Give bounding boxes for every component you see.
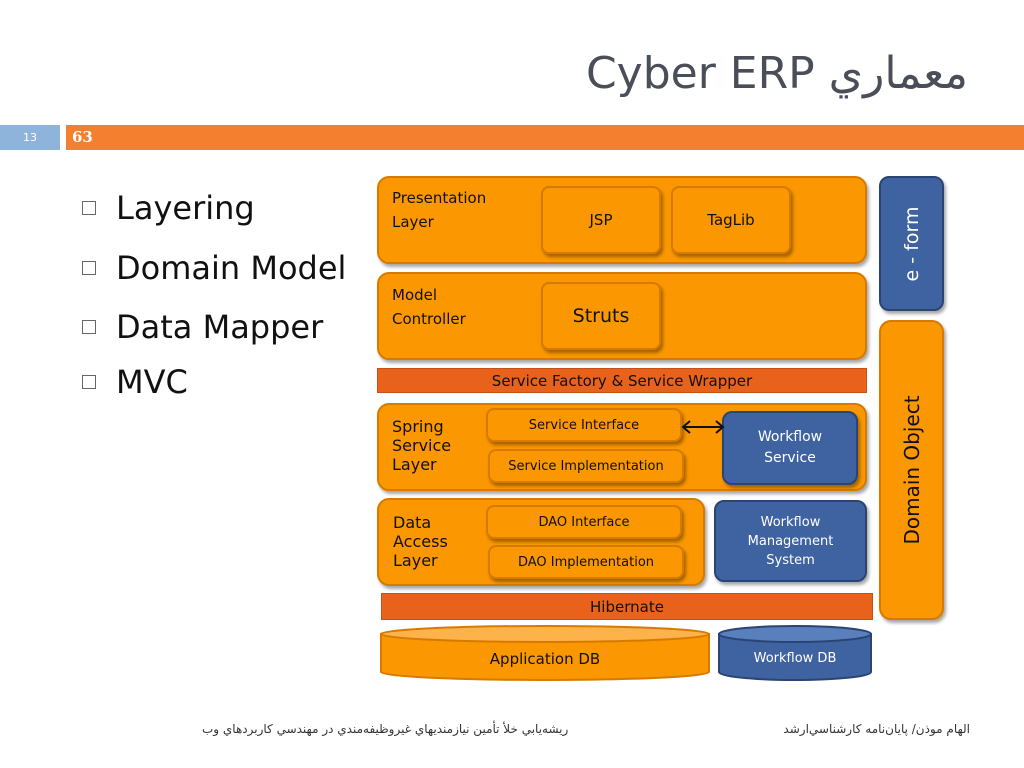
bullet-text: Domain Model: [116, 249, 347, 287]
footer-left: ريشه‌يابي خلأ تأمين نيازمنديهاي غيروظيفه…: [202, 722, 569, 736]
service-interface-component: Service Interface: [486, 408, 682, 442]
slide-title: Cyber ERP معماري: [585, 48, 968, 99]
bullet-list: Layering Domain Model Data Mapper MVC: [82, 178, 346, 408]
struts-component: Struts: [541, 282, 661, 350]
footer-right: الهام موذن/ پايان‌نامه كارشناسي‌ارشد: [783, 722, 970, 736]
bullet-item: Domain Model: [82, 238, 346, 298]
bullet-square-icon: [82, 261, 96, 275]
bullet-square-icon: [82, 320, 96, 334]
taglib-component: TagLib: [671, 186, 791, 254]
e-form-box: e - form: [879, 176, 944, 311]
data-access-label: Data Access Layer: [393, 513, 448, 570]
e-form-label: e - form: [900, 206, 923, 281]
header-band-orange: [66, 125, 1024, 150]
service-factory-bar: Service Factory & Service Wrapper: [377, 368, 867, 393]
domain-object-box: Domain Object: [879, 320, 944, 620]
application-db-cylinder: [380, 625, 710, 681]
workflow-db-cylinder: [718, 625, 872, 681]
bullet-item: Layering: [82, 178, 346, 238]
workflow-db-label: Workflow DB: [753, 651, 837, 666]
model-controller-label: Model Controller: [392, 286, 466, 328]
bullet-item: MVC: [82, 356, 346, 408]
domain-object-label: Domain Object: [899, 395, 924, 545]
bullet-text: Layering: [116, 189, 255, 227]
bullet-square-icon: [82, 375, 96, 389]
workflow-management-box: Workflow Management System: [714, 500, 867, 582]
dao-interface-component: DAO Interface: [486, 505, 682, 539]
jsp-component: JSP: [541, 186, 661, 254]
hibernate-bar: Hibernate: [381, 593, 873, 620]
dao-implementation-component: DAO Implementation: [488, 545, 684, 579]
workflow-service-box: Workflow Service: [722, 411, 858, 485]
bullet-text: MVC: [116, 363, 188, 401]
bullet-item: Data Mapper: [82, 298, 346, 356]
header-band-blue: [0, 125, 60, 150]
bullet-text: Data Mapper: [116, 308, 324, 346]
application-db-label: Application DB: [489, 650, 601, 668]
service-implementation-component: Service Implementation: [488, 449, 684, 483]
presentation-layer-label: Presentation Layer: [392, 189, 487, 231]
spring-service-label: Spring Service Layer: [392, 417, 452, 474]
bullet-square-icon: [82, 201, 96, 215]
page-number: 63: [72, 128, 93, 146]
bidirectional-arrow-icon: [681, 420, 725, 434]
slide-number: 13: [23, 131, 37, 144]
